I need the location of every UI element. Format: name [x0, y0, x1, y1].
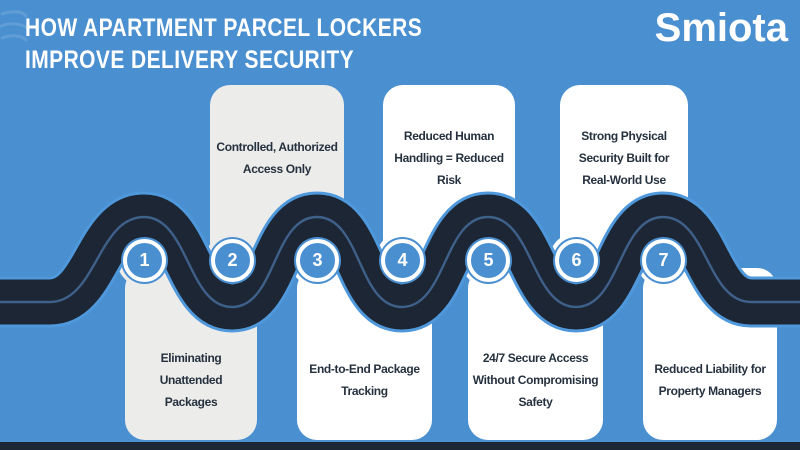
step-number-badge: 1	[123, 239, 166, 282]
step-card: Eliminating Unattended Packages	[125, 268, 257, 440]
title-line-1: HOW APARTMENT PARCEL LOCKERS	[25, 14, 423, 42]
card-label: Reduced Liability for Property Managers	[654, 362, 766, 398]
card-label: Reduced Human Handling = Reduced Risk	[394, 129, 504, 187]
brand-logo: Smiota	[654, 6, 788, 50]
step-number-badge: 2	[211, 239, 254, 282]
title-line-2: IMPROVE DELIVERY SECURITY	[25, 46, 355, 74]
bottom-accent-bar	[0, 442, 800, 450]
step-number-badge: 7	[642, 239, 685, 282]
card-label: 24/7 Secure Access Without Compromising …	[472, 351, 599, 409]
step-card: 24/7 Secure Access Without Compromising …	[468, 268, 603, 440]
step-card: End-to-End Package Tracking	[297, 268, 432, 440]
step-number-badge: 5	[467, 239, 510, 282]
card-label: Strong Physical Security Built for Real-…	[578, 129, 670, 187]
card-label: End-to-End Package Tracking	[309, 362, 420, 398]
step-number-badge: 4	[381, 239, 424, 282]
main-title: HOW APARTMENT PARCEL LOCKERS IMPROVE DEL…	[25, 12, 422, 76]
step-number-badge: 3	[296, 239, 339, 282]
step-number-badge: 6	[555, 239, 598, 282]
step-card: Reduced Liability for Property Managers	[643, 268, 777, 440]
card-label: Controlled, Authorized Access Only	[216, 140, 338, 176]
card-label: Eliminating Unattended Packages	[159, 351, 223, 409]
watermark-icon	[0, 10, 29, 42]
